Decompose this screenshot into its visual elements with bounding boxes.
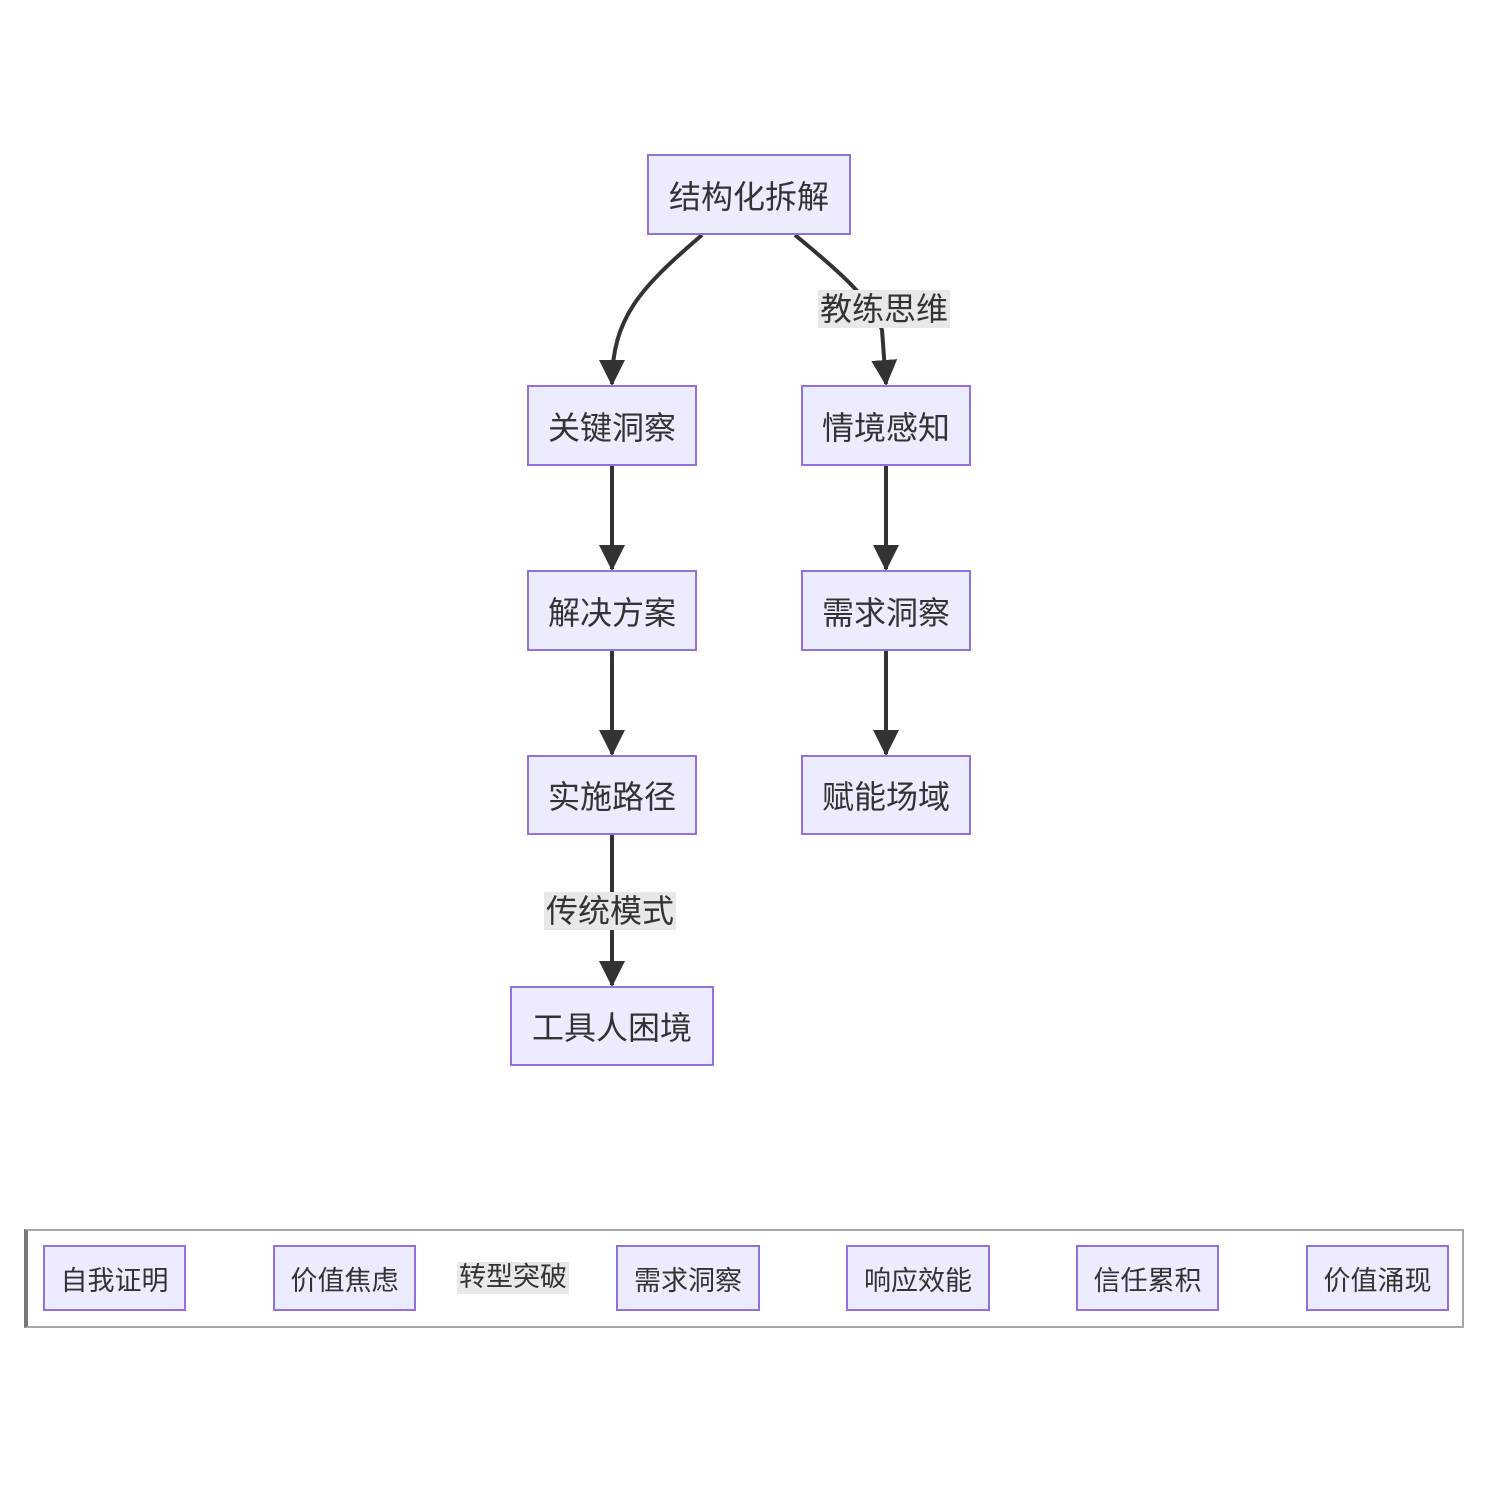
edge-label-traditional: 传统模式	[544, 892, 677, 930]
flow-node-demand-insight: 需求洞察	[616, 1245, 760, 1311]
node-label: 情境感知	[821, 408, 950, 447]
node-label: 结构化拆解	[668, 177, 829, 216]
node-context-awareness: 情境感知	[801, 385, 971, 466]
flow-node-value-emergence: 价值涌现	[1306, 1245, 1449, 1311]
node-label: 赋能场域	[821, 778, 950, 816]
flow-node-value-anxiety: 价值焦虑	[273, 1245, 416, 1311]
edge-root-to-insight	[599, 233, 704, 386]
node-structured-breakdown: 结构化拆解	[647, 154, 851, 235]
node-implementation-path: 实施路径	[527, 755, 697, 835]
node-label: 自我证明	[60, 1265, 169, 1297]
node-label: 价值涌现	[1323, 1265, 1432, 1297]
node-label: 关键洞察	[547, 408, 676, 447]
flow-node-response-efficiency: 响应效能	[846, 1245, 990, 1311]
node-key-insight: 关键洞察	[527, 385, 697, 466]
edge-label-transition: 转型突破	[457, 1262, 569, 1294]
node-label: 价值焦虑	[290, 1265, 399, 1297]
flow-node-self-proof: 自我证明	[43, 1245, 186, 1311]
node-label: 工具人困境	[531, 1009, 692, 1047]
node-label: 实施路径	[547, 778, 676, 816]
node-label: 信任累积	[1093, 1265, 1202, 1297]
node-label: 解决方案	[547, 593, 676, 632]
flow-node-trust-accumulation: 信任累积	[1076, 1245, 1219, 1311]
node-label: 需求洞察	[821, 593, 950, 632]
node-empower-field: 赋能场域	[801, 755, 971, 835]
node-label: 响应效能	[864, 1265, 972, 1297]
node-demand-insight: 需求洞察	[801, 570, 971, 651]
node-solution: 解决方案	[527, 570, 697, 651]
edge-label-coaching: 教练思维	[818, 290, 951, 328]
node-tool-dilemma: 工具人困境	[510, 986, 714, 1066]
node-label: 需求洞察	[634, 1265, 742, 1297]
